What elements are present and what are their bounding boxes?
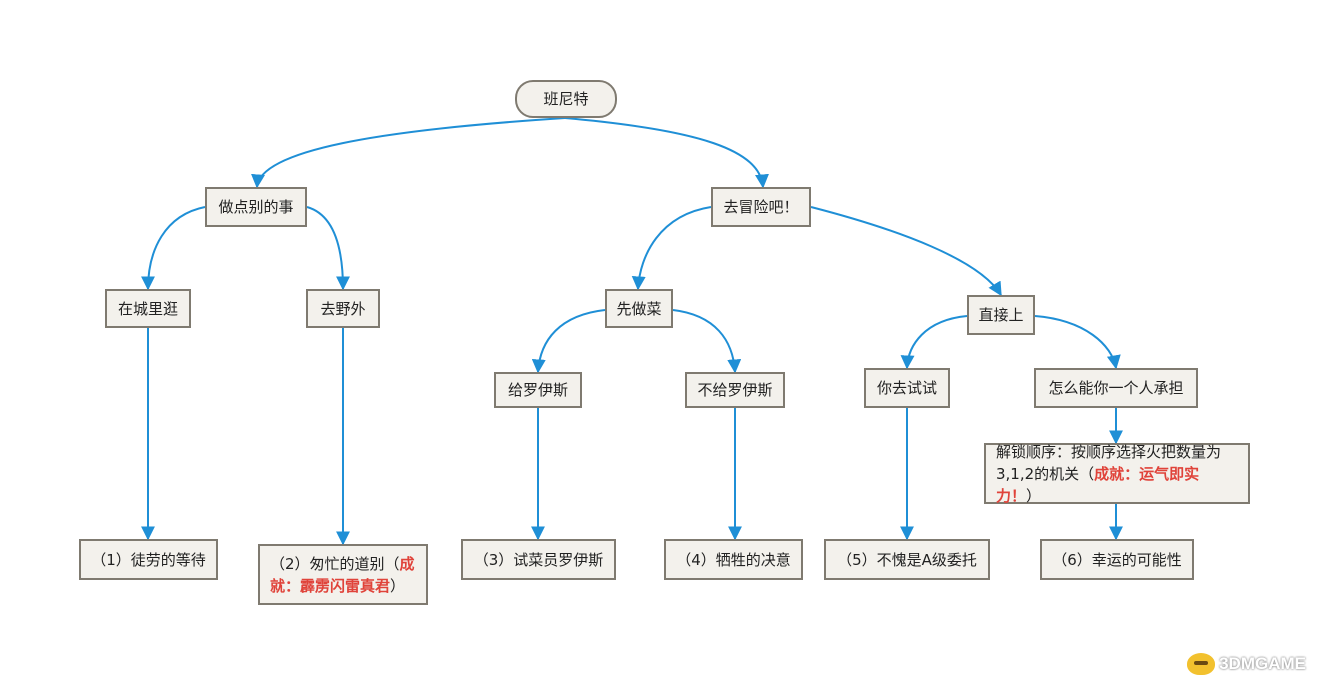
achievement-thunder-lord: 成就：霹雳闪雷真君 [270,554,415,595]
unlock-order-close: ） [1026,486,1042,505]
node-unlock-order: 解锁顺序：按顺序选择火把数量为3,1,2的机关（成就：运气即实力！） [984,442,1250,505]
edge-root-do-else [251,117,566,189]
ending-2-text: （2）匆忙的道别（ [270,554,400,573]
ending-4: （4）牺牲的决意 [664,539,803,580]
node-give-royce: 给罗伊斯 [494,372,582,408]
node-stroll-city: 在城里逛 [105,289,191,328]
edge-do-else-outdoor [306,206,350,291]
node-cook-first: 先做菜 [605,289,673,328]
node-bear-alone: 怎么能你一个人承担 [1034,368,1198,408]
edge-cook-nogive [672,309,742,374]
node-do-something-else: 做点别的事 [205,187,307,227]
edge-adventure-direct [810,206,1002,297]
edge-cook-give [531,309,606,374]
edge-adventure-cook [631,206,712,291]
ending-5: （5）不愧是A级委托 [824,539,990,580]
node-go-outdoors: 去野外 [306,289,380,328]
ending-1: （1）徒劳的等待 [79,539,218,580]
mascot-icon [1187,653,1216,675]
node-you-try: 你去试试 [864,368,950,408]
watermark-text: 3DMGAME [1219,654,1306,673]
edge-do-else-city [141,206,206,291]
ending-3: （3）试菜员罗伊斯 [461,539,616,580]
achievement-luck-is-strength: 成就：运气即实力！ [996,464,1200,505]
edge-root-adventure [564,117,769,189]
watermark-logo: 3DMGAME [1187,653,1306,675]
node-root-bennett: 班尼特 [515,80,617,118]
node-not-give-royce: 不给罗伊斯 [685,372,785,408]
node-go-adventure: 去冒险吧！ [711,187,811,227]
ending-6: （6）幸运的可能性 [1040,539,1194,580]
edge-direct-try [900,315,968,370]
ending-2: （2）匆忙的道别（成就：霹雳闪雷真君） [258,544,428,605]
edge-direct-alone [1034,315,1121,370]
unlock-order-text: 解锁顺序：按顺序选择火把数量为3,1,2的机关（ [996,442,1222,483]
node-go-directly: 直接上 [967,295,1035,335]
ending-2-close: ） [390,576,406,595]
